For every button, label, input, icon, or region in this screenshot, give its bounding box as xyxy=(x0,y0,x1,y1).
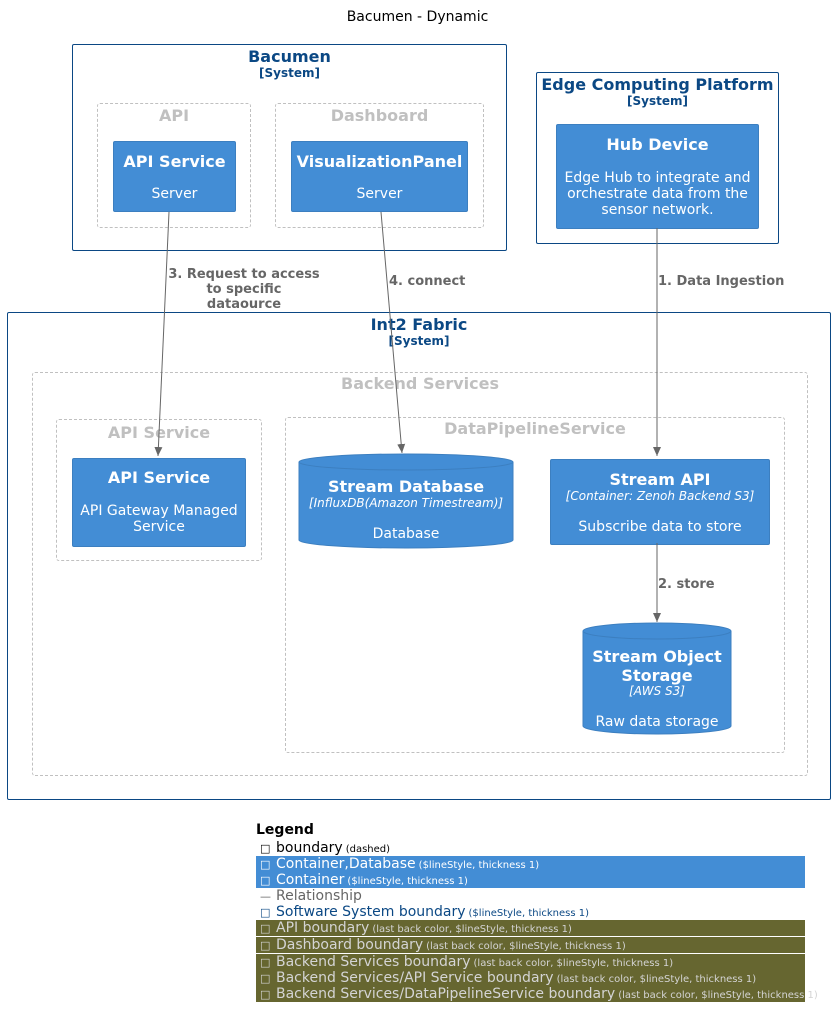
legend-item-container: □Container($lineStyle, thickness 1) xyxy=(256,872,805,888)
container-description: Subscribe data to store xyxy=(578,519,742,535)
database-stream-object-storage[interactable] xyxy=(582,622,732,735)
system-boundary-bacumen: Bacumen [System] API API Service Server … xyxy=(72,44,507,251)
container-description: Server xyxy=(356,186,403,202)
system-boundary-fabric: Int2 Fabric [System] Backend Services AP… xyxy=(7,312,831,800)
legend-item-relationship: —Relationship xyxy=(260,888,362,904)
container-stream-api[interactable]: Stream API [Container: Zenoh Backend S3]… xyxy=(550,459,770,545)
system-type: [System] xyxy=(627,94,688,108)
backend-boundary-icon: □ xyxy=(260,956,271,969)
system-name: Edge Computing Platform xyxy=(541,75,774,94)
container-description: API Gateway Managed Service xyxy=(80,503,238,535)
boundary-api-service: API Service API Service API Gateway Mana… xyxy=(56,419,262,561)
legend-item-backend-api-service-boundary: □Backend Services/API Service boundary(l… xyxy=(256,970,805,986)
boundary-backend-services: Backend Services API Service API Service… xyxy=(32,372,808,776)
system-type: [System] xyxy=(388,334,450,348)
legend-item-boundary: □boundary(dashed) xyxy=(260,840,391,856)
diagram-title: Bacumen - Dynamic xyxy=(346,9,489,25)
system-name: Int2 Fabric xyxy=(370,315,468,334)
boundary-dashboard: Dashboard VisualizationPanel Server xyxy=(275,103,484,228)
boundary-label: Dashboard xyxy=(330,106,429,125)
system-boundary-edge: Edge Computing Platform [System] Hub Dev… xyxy=(536,72,779,244)
edge-label-request-access: 3. Request to access to specific dataour… xyxy=(168,267,320,312)
edge-request-access xyxy=(154,211,170,457)
container-api-service-gateway[interactable]: API Service API Gateway Managed Service xyxy=(72,458,246,547)
legend-item-backend-pipeline-boundary: □Backend Services/DataPipelineService bo… xyxy=(256,986,818,1002)
container-description: Server xyxy=(151,186,198,202)
system-name: Bacumen xyxy=(248,47,331,66)
container-technology: [Container: Zenoh Backend S3] xyxy=(565,489,755,503)
container-name: Stream API xyxy=(609,470,711,489)
boundary-icon: □ xyxy=(260,842,271,855)
edge-label-data-ingestion: 1. Data Ingestion xyxy=(658,274,785,289)
system-type: [System] xyxy=(259,66,320,80)
legend-item-backend-services-boundary: □Backend Services boundary(last back col… xyxy=(256,954,805,970)
boundary-label: Backend Services xyxy=(341,374,499,393)
edge-label-connect: 4. connect xyxy=(389,274,466,289)
container-api-service[interactable]: API Service Server xyxy=(113,141,236,212)
container-name: VisualizationPanel xyxy=(296,152,463,171)
boundary-data-pipeline-service: DataPipelineService Stream API [Containe… xyxy=(285,417,785,753)
container-name: API Service xyxy=(123,152,226,171)
legend-item-container-database: □Container,Database($lineStyle, thicknes… xyxy=(256,856,805,872)
legend-item-dashboard-boundary: □Dashboard boundary(last back color, $li… xyxy=(256,937,805,953)
backend-pipeline-boundary-icon: □ xyxy=(260,988,271,1001)
database-description: Raw data storage xyxy=(595,714,719,730)
system-boundary-icon: □ xyxy=(260,906,271,919)
container-hub-device[interactable]: Hub Device Edge Hub to integrate and orc… xyxy=(556,124,759,229)
legend-item-software-system-boundary: □Software System boundary($lineStyle, th… xyxy=(260,904,589,920)
database-stream-database[interactable] xyxy=(298,453,514,549)
legend-item-api-boundary: □API boundary(last back color, $lineStyl… xyxy=(256,920,805,936)
container-icon: □ xyxy=(260,874,271,887)
database-technology: [AWS S3] xyxy=(629,684,685,698)
backend-api-boundary-icon: □ xyxy=(260,972,271,985)
edge-connect xyxy=(380,211,406,454)
database-name: Stream Database xyxy=(327,477,485,496)
boundary-api: API API Service Server xyxy=(97,103,251,228)
relationship-icon: — xyxy=(260,890,271,903)
container-name: Hub Device xyxy=(606,135,709,154)
container-name: API Service xyxy=(107,468,211,487)
boundary-label: DataPipelineService xyxy=(444,419,626,438)
dashboard-boundary-icon: □ xyxy=(260,939,271,952)
database-description: Database xyxy=(372,526,440,542)
legend-title: Legend xyxy=(256,822,314,838)
api-boundary-icon: □ xyxy=(260,922,271,935)
database-name: Stream Object Storage xyxy=(592,647,722,685)
boundary-label: API xyxy=(158,106,190,125)
container-database-icon: □ xyxy=(260,858,271,871)
container-visualization-panel[interactable]: VisualizationPanel Server xyxy=(291,141,468,212)
database-technology: [InfluxDB(Amazon Timestream)] xyxy=(308,496,504,510)
edge-label-store: 2. store xyxy=(658,577,715,592)
container-description: Edge Hub to integrate and orchestrate da… xyxy=(564,170,751,218)
